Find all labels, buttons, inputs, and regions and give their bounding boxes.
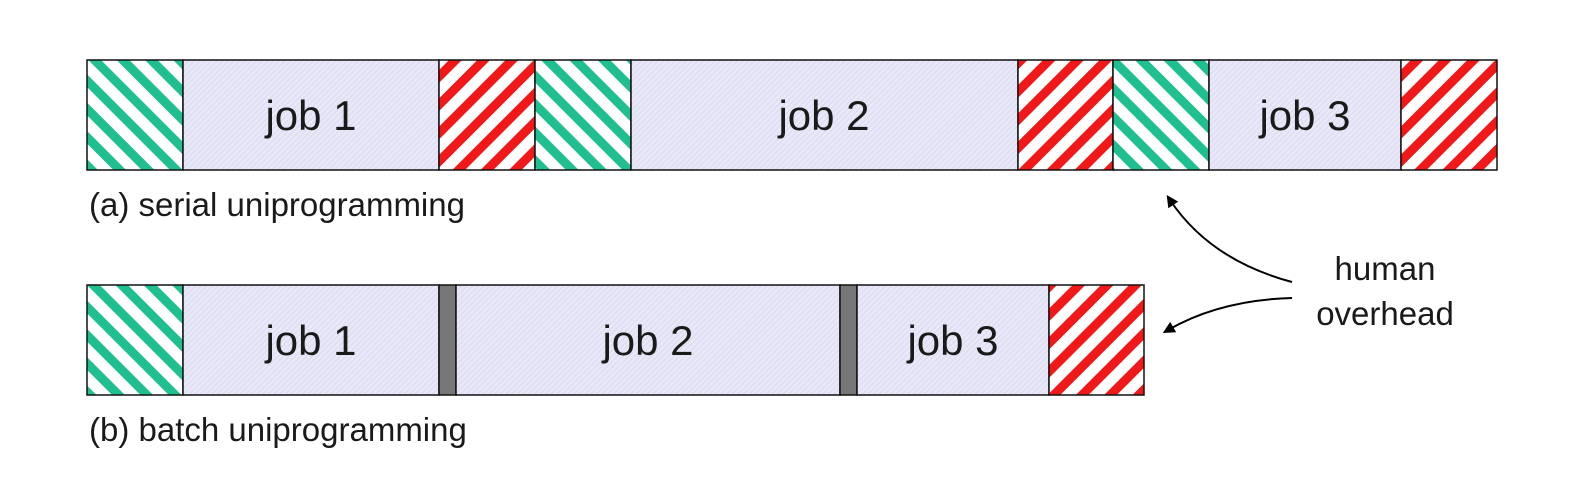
row-batch: job 1 job 2 job 3 (b) batch uniprogrammi… — [86, 284, 1145, 448]
setup-segment — [534, 59, 632, 171]
arrow-to-serial — [1166, 195, 1293, 283]
job-label: job 1 — [263, 92, 356, 139]
teardown-segment — [438, 59, 536, 171]
teardown-segment — [1400, 59, 1498, 171]
job-segment — [630, 59, 1019, 171]
row-caption: (b) batch uniprogramming — [89, 411, 467, 448]
annotation-line-2: overhead — [1316, 295, 1454, 332]
row-serial: job 1 job 2 job 3 (a) serial uniprogramm… — [86, 59, 1498, 223]
arrow-to-batch — [1162, 297, 1293, 333]
human-overhead-annotation: human overhead — [1162, 195, 1454, 333]
job-label: job 2 — [600, 317, 693, 364]
job-segment — [856, 284, 1050, 396]
setup-segment — [86, 284, 184, 396]
teardown-segment — [1017, 59, 1114, 171]
job-segment — [455, 284, 841, 396]
annotation-line-1: human — [1335, 250, 1436, 287]
setup-segment — [86, 59, 184, 171]
job-label: job 3 — [905, 317, 998, 364]
setup-segment — [1112, 59, 1210, 171]
job-segment — [1208, 59, 1402, 171]
teardown-segment — [1048, 284, 1145, 396]
job-label: job 3 — [1257, 92, 1350, 139]
row-caption: (a) serial uniprogramming — [89, 186, 465, 223]
job-label: job 1 — [263, 317, 356, 364]
job-label: job 2 — [776, 92, 869, 139]
job-segment — [182, 59, 440, 171]
job-segment — [182, 284, 440, 396]
separator-segment — [839, 284, 858, 396]
separator-segment — [438, 284, 457, 396]
